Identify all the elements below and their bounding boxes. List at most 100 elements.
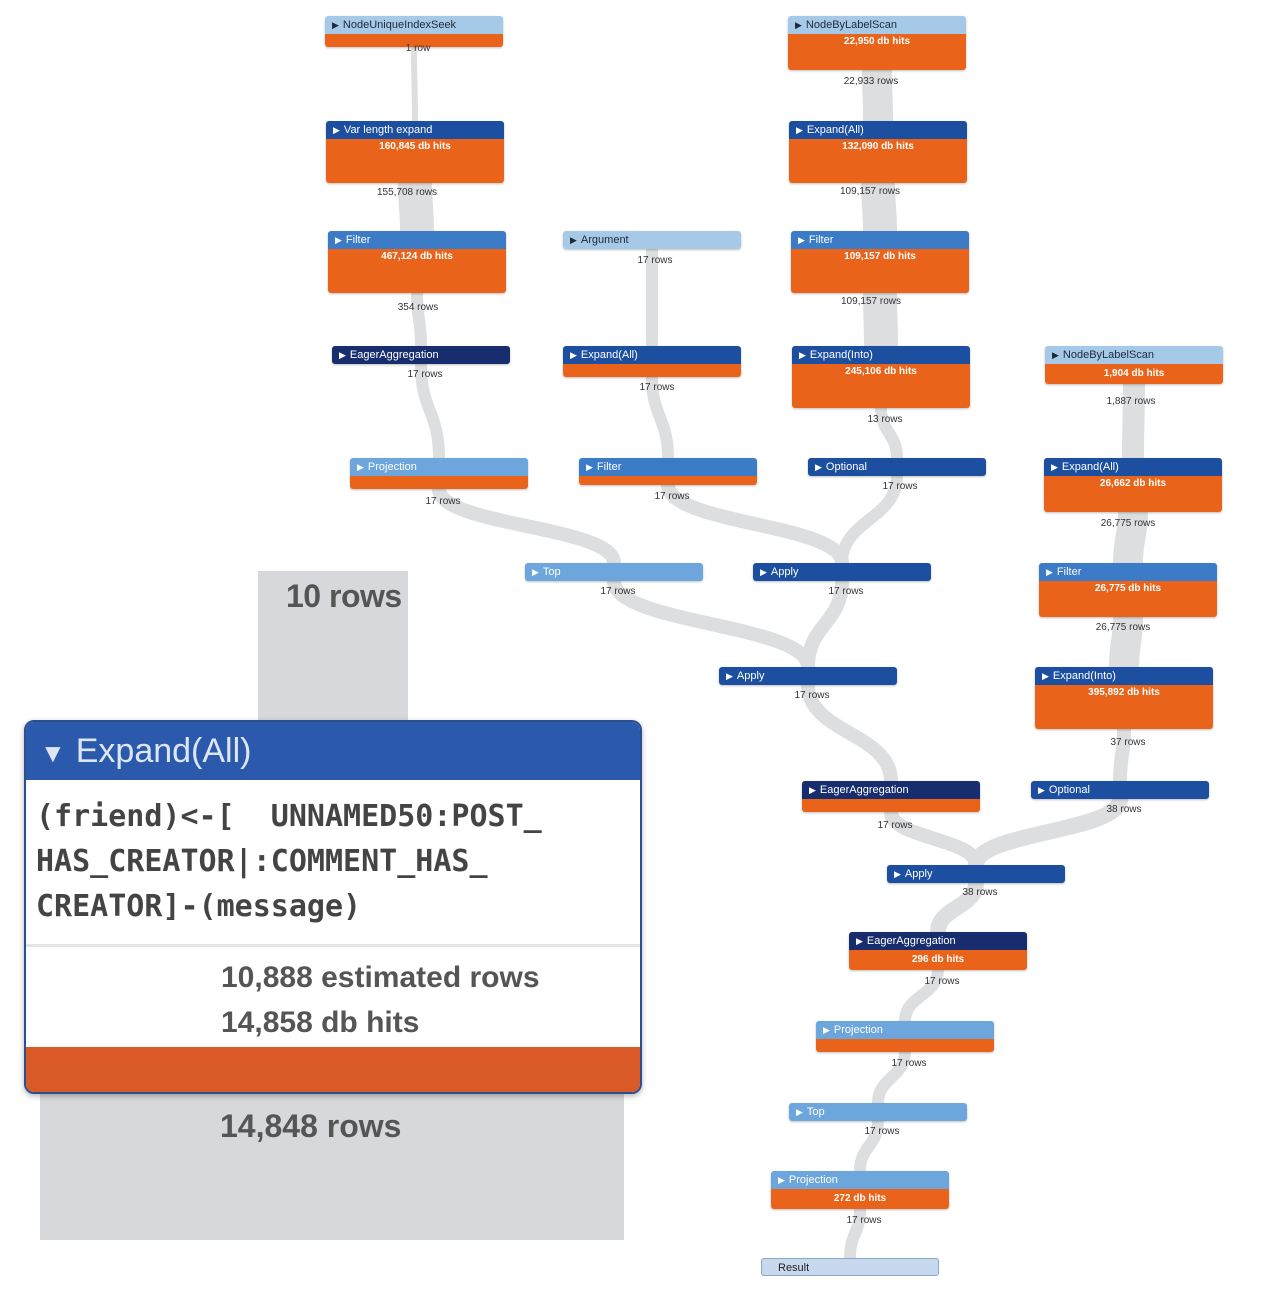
flow-link (411, 292, 427, 347)
row-count-label: 17 rows (794, 690, 830, 701)
row-count-label: 155,708 rows (376, 187, 438, 198)
collapse-triangle-icon: ▼ (40, 738, 66, 768)
row-count-label: 17 rows (654, 491, 690, 502)
expand-triangle-icon: ▶ (809, 785, 816, 795)
expand-triangle-icon: ▶ (586, 462, 593, 472)
zoom-operator-stats: 10,888 estimated rows 14,858 db hits (26, 947, 640, 1047)
flow-link (862, 69, 893, 122)
db-hits-label: 26,775 db hits (1094, 583, 1162, 594)
expand-triangle-icon: ▶ (1046, 567, 1053, 577)
expand-triangle-icon: ▶ (339, 350, 346, 360)
operator-eager-aggregation[interactable]: ▶EagerAggregation (802, 781, 980, 812)
operator-expand-all[interactable]: ▶Expand(All) 132,090 db hits (789, 121, 967, 183)
db-hits-label: 245,106 db hits (845, 366, 917, 377)
operator-argument[interactable]: ▶Argument (563, 231, 741, 249)
db-hits-label: 132,090 db hits (842, 141, 914, 152)
operator-projection[interactable]: ▶Projection 272 db hits (771, 1171, 949, 1209)
row-count-label: 17 rows (639, 382, 675, 393)
expand-triangle-icon: ▶ (570, 235, 577, 245)
zoom-estimated-rows: 10,888 estimated rows (221, 961, 540, 994)
operator-var-length-expand[interactable]: ▶Var length expand 160,845 db hits (326, 121, 504, 183)
row-count-label: 26,775 rows (1095, 622, 1151, 633)
result-node[interactable]: Result (761, 1258, 939, 1276)
expand-triangle-icon: ▶ (798, 235, 805, 245)
operator-node-by-label-scan[interactable]: ▶NodeByLabelScan 22,950 db hits (788, 16, 966, 70)
operator-optional[interactable]: ▶Optional (808, 458, 986, 476)
operator-top[interactable]: ▶Top (525, 563, 703, 581)
flow-link (861, 182, 897, 232)
operator-filter[interactable]: ▶Filter (579, 458, 757, 485)
db-hits-label: 1,904 db hits (1103, 368, 1165, 379)
expand-triangle-icon: ▶ (335, 235, 342, 245)
row-count-label: 1 row (405, 43, 431, 54)
operator-apply[interactable]: ▶Apply (753, 563, 931, 581)
operator-expand-into[interactable]: ▶Expand(Into) 395,892 db hits (1035, 667, 1213, 729)
zoom-operator-header[interactable]: ▼Expand(All) (26, 722, 640, 780)
flow-link (607, 579, 815, 669)
flow-link (1109, 616, 1143, 668)
expand-triangle-icon: ▶ (778, 1175, 785, 1185)
db-hits-label: 296 db hits (911, 954, 965, 965)
zoom-flow-in (258, 571, 408, 723)
db-hits-label: 22,950 db hits (843, 36, 911, 47)
flow-link (1122, 383, 1145, 459)
expand-triangle-icon: ▶ (1051, 462, 1058, 472)
row-count-label: 13 rows (867, 414, 903, 425)
expand-triangle-icon: ▶ (796, 125, 803, 135)
zoom-rows-in-label: 10 rows (286, 578, 402, 614)
operator-expand-all[interactable]: ▶Expand(All) 26,662 db hits (1044, 458, 1222, 512)
expand-triangle-icon: ▶ (823, 1025, 830, 1035)
flow-link (968, 796, 1128, 868)
row-count-label: 17 rows (637, 255, 673, 266)
expand-triangle-icon: ▶ (532, 567, 539, 577)
zoom-db-hits: 14,858 db hits (221, 1006, 420, 1039)
db-hits-label: 160,845 db hits (379, 141, 451, 152)
expand-triangle-icon: ▶ (726, 671, 733, 681)
operator-apply[interactable]: ▶Apply (887, 865, 1065, 883)
expand-triangle-icon: ▶ (1042, 671, 1049, 681)
row-count-label: 17 rows (891, 1058, 927, 1069)
row-count-label: 17 rows (877, 820, 913, 831)
flow-link (801, 580, 849, 668)
expand-triangle-icon: ▶ (795, 20, 802, 30)
db-hits-label: 109,157 db hits (844, 251, 916, 262)
row-count-label: 17 rows (846, 1215, 882, 1226)
flow-link (899, 969, 944, 1022)
operator-apply[interactable]: ▶Apply (719, 667, 897, 685)
row-count-label: 38 rows (962, 887, 998, 898)
flow-link (1113, 728, 1131, 782)
db-hits-label: 26,662 db hits (1099, 478, 1167, 489)
operator-top[interactable]: ▶Top (789, 1103, 967, 1121)
flow-link (411, 46, 418, 122)
flow-link (872, 1051, 911, 1104)
row-count-label: 22,933 rows (843, 76, 899, 87)
flow-link (801, 684, 898, 782)
row-count-label: 17 rows (600, 586, 636, 597)
expand-triangle-icon: ▶ (357, 462, 364, 472)
operator-node-unique-index-seek[interactable]: ▶NodeUniqueIndexSeek (325, 16, 503, 47)
zoom-operator-detail[interactable]: ▼Expand(All) (friend)<-[ UNNAMED50:POST_… (24, 720, 642, 1094)
operator-filter[interactable]: ▶Filter 109,157 db hits (791, 231, 969, 293)
zoom-operator-pattern: (friend)<-[ UNNAMED50:POST_ HAS_CREATOR|… (26, 780, 640, 947)
operator-filter[interactable]: ▶Filter 26,775 db hits (1039, 563, 1217, 617)
flow-link (432, 487, 621, 565)
row-count-label: 17 rows (425, 496, 461, 507)
zoom-flow-out (40, 1088, 624, 1240)
flow-link (844, 1208, 866, 1259)
operator-eager-aggregation[interactable]: ▶EagerAggregation 296 db hits (849, 932, 1027, 970)
expand-triangle-icon: ▶ (570, 350, 577, 360)
operator-expand-into[interactable]: ▶Expand(Into) 245,106 db hits (792, 346, 970, 408)
row-count-label: 17 rows (864, 1126, 900, 1137)
expand-triangle-icon: ▶ (1038, 785, 1045, 795)
expand-triangle-icon: ▶ (332, 20, 339, 30)
operator-eager-aggregation[interactable]: ▶EagerAggregation (332, 346, 510, 364)
operator-projection[interactable]: ▶Projection (816, 1021, 994, 1052)
operator-filter[interactable]: ▶Filter 467,124 db hits (328, 231, 506, 293)
operator-optional[interactable]: ▶Optional (1031, 781, 1209, 799)
operator-expand-all[interactable]: ▶Expand(All) (563, 346, 741, 377)
db-hits-label: 467,124 db hits (381, 251, 453, 262)
expand-triangle-icon: ▶ (856, 936, 863, 946)
operator-projection[interactable]: ▶Projection (350, 458, 528, 489)
operator-node-by-label-scan[interactable]: ▶NodeByLabelScan 1,904 db hits (1045, 346, 1223, 384)
